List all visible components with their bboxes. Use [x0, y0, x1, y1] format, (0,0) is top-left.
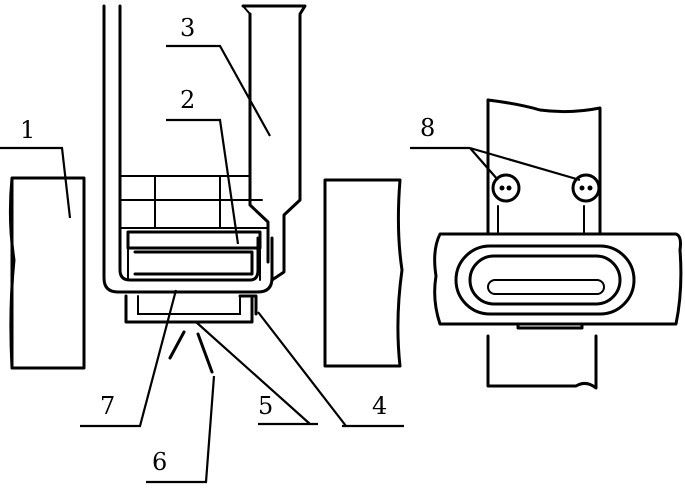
- leader-5: [195, 321, 318, 426]
- leader-2: [166, 118, 240, 245]
- label-8: 8: [420, 114, 435, 142]
- part-3-feed-tube: [241, 4, 307, 282]
- label-3: 3: [180, 14, 195, 42]
- label-1: 1: [20, 116, 35, 144]
- leader-4: [257, 311, 404, 428]
- screw-left-icon: [491, 173, 521, 203]
- leader-6: [146, 375, 216, 484]
- label-4: 4: [372, 392, 387, 420]
- spray-lines: [168, 330, 214, 374]
- label-5: 5: [258, 392, 273, 420]
- leader-8: [410, 146, 581, 182]
- screw-right-icon: [571, 173, 601, 203]
- u-holder: [102, 4, 274, 294]
- leader-lines: [0, 44, 581, 484]
- leader-7: [80, 289, 178, 428]
- part-4-bottom-flange: [124, 294, 258, 324]
- label-7: 7: [100, 392, 115, 420]
- part-right-block: [323, 178, 404, 368]
- leader-3: [166, 44, 271, 137]
- part-2-inner-block: [119, 175, 269, 281]
- label-6: 6: [152, 448, 167, 476]
- leader-1: [0, 146, 72, 219]
- right-view-assembly: [433, 98, 683, 390]
- label-2: 2: [180, 86, 195, 114]
- part-1-left-block: [8, 176, 86, 370]
